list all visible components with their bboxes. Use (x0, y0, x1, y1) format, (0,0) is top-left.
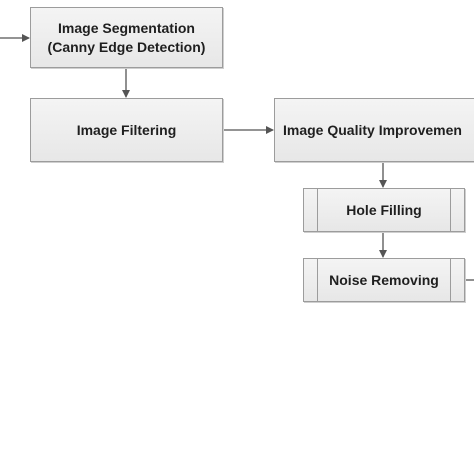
noise-removing-node: Noise Removing (303, 258, 465, 302)
image-filtering-label: Image Filtering (76, 121, 177, 138)
subprocess-rule-left (317, 189, 318, 231)
image-quality-improvement-node: Image Quality Improvemen (274, 98, 474, 162)
hole-filling-node: Hole Filling (303, 188, 465, 232)
noise-removing-label: Noise Removing (329, 271, 439, 288)
image-segmentation-title: Image Segmentation (58, 19, 195, 36)
subprocess-rule-right (450, 189, 451, 231)
image-segmentation-method: (Canny Edge Detection) (47, 38, 206, 55)
image-quality-improvement-label: Image Quality Improvemen (283, 121, 462, 138)
subprocess-rule-right (450, 259, 451, 301)
hole-filling-label: Hole Filling (346, 201, 422, 218)
subprocess-rule-left (317, 259, 318, 301)
image-filtering-node: Image Filtering (30, 98, 223, 162)
image-segmentation-node: Image Segmentation (Canny Edge Detection… (30, 7, 223, 68)
